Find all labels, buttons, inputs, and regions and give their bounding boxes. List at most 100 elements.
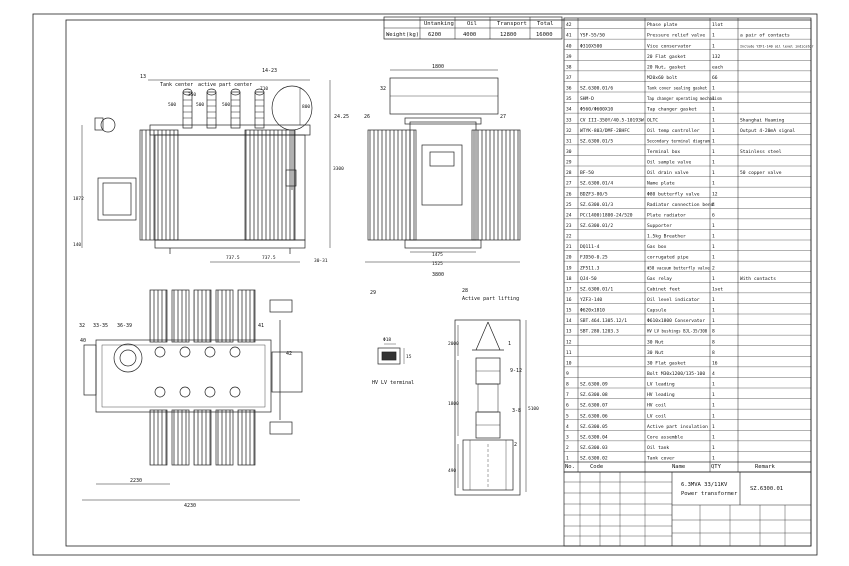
callout-27: 27 [500,114,506,120]
part-code: SBT.464.1305.12/1 [580,318,627,324]
part-name: Gas box [647,244,667,250]
weight-untanking: 6200 [428,32,441,38]
part-code: SZ.6300.01/2 [580,223,613,229]
part-code: SZ.6300.08 [580,392,608,398]
front-cabinet [97,177,137,221]
side-view [365,69,521,263]
terminal-detail [377,343,405,365]
part-name: Capsule [647,308,667,314]
lift-core [477,383,499,413]
lift-dim-1800: 1800 [448,401,459,407]
part-code: YSF-55/50 [580,33,605,39]
part-qty: 2 [712,265,715,271]
part-code: SZ.6300.04 [580,434,608,440]
part-code: Φ560/Φ600X10 [580,107,613,113]
part-number: 13 [566,329,572,335]
lift-tank [462,439,514,491]
weight-total: 16000 [536,32,553,38]
part-qty: each [712,64,723,70]
dim-500-c: 500 [222,102,230,108]
outer-border [32,13,818,556]
callout-24-25: 24.25 [334,114,349,120]
dim-500-a: 500 [168,102,176,108]
callout-14-23: 14-23 [262,68,277,74]
part-code: ZF511.3 [580,265,600,271]
plan-oltc [113,343,143,373]
part-qty: 1lot [712,22,723,28]
dim-1525: 1525 [432,261,443,267]
part-qty: 1 [712,223,715,229]
part-qty: 1 [712,445,715,451]
part-number: 25 [566,202,572,208]
part-remark: Include YZF1-140 oil level indicator [740,44,814,48]
dim-1475: 1475 [432,252,443,258]
part-number: 28 [566,170,572,176]
callout-32: 32 [380,86,386,92]
part-code: SZ.6300.01/5 [580,138,613,144]
side-view-labels: 1800 1475 1525 3800 24.25 26 27 28 29 32 [334,64,506,296]
part-qty: 1 [712,392,715,398]
part-qty: 1 [712,456,715,462]
part-name: Oil drain valve [647,170,689,176]
part-number: 33 [566,117,572,123]
part-name: Bolt M30x1200/135-100 [647,371,705,377]
part-name: Plate radiator [647,212,686,218]
part-remark: 50 copper valve [740,170,782,176]
part-qty: 1 [712,403,715,409]
part-name: Oil level indicator [647,297,700,303]
part-code: YZF3-140 [580,297,602,303]
lift-dim-5100: 5100 [528,406,539,412]
part-name: Pressure relief valve [647,33,705,39]
part-code: SBT.280.1203.3 [580,329,619,335]
part-qty: 12 [712,191,718,197]
part-code: QJ4-50 [580,276,597,282]
part-qty: 1 [712,255,715,261]
part-number: 27 [566,181,572,187]
part-name: 1.5kg Breather [647,234,686,240]
part-number: 14 [566,318,572,324]
dim-350: 350 [188,92,196,98]
part-number: 42 [566,22,572,28]
part-name: Secondary terminal diagram [647,138,710,143]
part-name: 30 Nut [647,350,664,356]
part-name: Tank cover [647,456,675,462]
part-qty: 1 [712,318,715,324]
dim-2230: 2230 [130,478,142,484]
callout-40: 40 [80,338,86,344]
dim-800: 800 [302,104,310,110]
part-number: 26 [566,191,572,197]
part-qty: 8 [712,350,715,356]
callout-36-39: 36-39 [117,323,132,329]
part-number: 12 [566,339,572,345]
part-number: 18 [566,276,572,282]
header-name: Name [672,464,685,470]
part-number: 24 [566,212,572,218]
callout-33-35: 33-35 [93,323,108,329]
part-code: SZ.6300.09 [580,382,608,388]
dim-phi-18: Φ18 [383,337,391,343]
lifting-labels: Active part lifting 1 9-12 3-8 2 2000 18… [448,296,539,474]
part-number: 3 [566,434,569,440]
side-tank [409,121,477,241]
part-number: 39 [566,54,572,60]
callout-41: 41 [258,323,264,329]
part-qty: 1 [712,181,715,187]
part-number: 16 [566,297,572,303]
part-number: 30 [566,149,572,155]
lift-callout-9-12: 9-12 [510,368,522,374]
part-code: SZ.6300.03 [580,445,608,451]
weight-transport: 12800 [500,32,517,38]
part-qty: 1 [712,33,715,39]
part-code: BDZF3-80/5 [580,191,608,197]
callout-32-plan: 32 [79,323,85,329]
part-remark: Stainless steel [740,149,782,155]
part-qty: 6 [712,212,715,218]
part-name: Vice conservator [647,43,691,49]
plan-view [82,289,303,501]
part-name: Cabinet feet [647,286,680,292]
drawing-number: SZ.6300.01 [750,486,783,492]
header-remark: Remark [755,464,776,470]
callout-29: 29 [370,290,376,296]
weight-header-transport: Transport [497,21,527,27]
